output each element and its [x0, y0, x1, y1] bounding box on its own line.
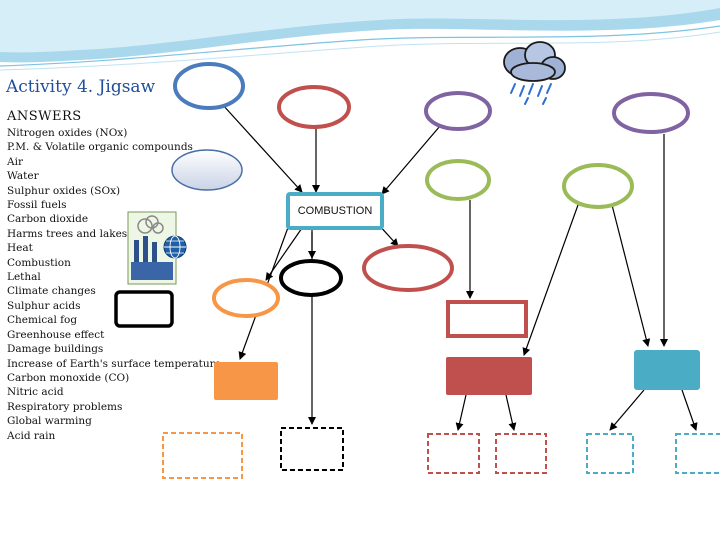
answer-item: Carbon monoxide (CO) [7, 371, 130, 384]
answer-item: Nitrogen oxides (NOx) [7, 127, 128, 139]
answer-item: Lethal [7, 271, 41, 284]
orange-oval-slot [212, 278, 280, 318]
answer-item: Sulphur oxides (SOx) [7, 184, 121, 197]
answer-item: Global warming [7, 415, 92, 428]
answer-item: Fossil fuels [7, 199, 67, 212]
combustion-box [286, 192, 384, 230]
answer-item: Climate changes [7, 285, 96, 298]
answer-item: P.M. & Volatile organic compounds [7, 141, 193, 154]
red-oval-slot [277, 85, 351, 129]
answer-item: Heat [7, 242, 33, 255]
answer-item: Sulphur acids [7, 299, 81, 312]
green-oval-slot-1 [425, 159, 491, 201]
answer-item: Acid rain [7, 429, 56, 442]
arrow-teal-to-dashed-5 [609, 389, 645, 431]
teal-filled-box [634, 350, 700, 390]
answer-item: Combustion [7, 256, 71, 269]
cloud-icon [171, 149, 243, 191]
arrow-blue-oval-to-combustion [221, 103, 303, 193]
blue-oval-slot [173, 62, 245, 110]
answer-item: Greenhouse effect [7, 328, 105, 341]
red-oval-slot-mid [362, 244, 454, 292]
arrow-red-filled-to-dashed-3 [455, 394, 467, 431]
black-rect-slot [114, 290, 174, 328]
answer-item: Water [7, 170, 39, 183]
dashed-slot-6 [675, 433, 720, 474]
dashed-slot-5 [586, 433, 634, 474]
answer-item: Harms trees and lakes [7, 227, 128, 240]
answers-heading: ANSWERS [7, 109, 82, 124]
green-oval-slot-2 [562, 163, 634, 209]
arrow-red-filled-to-dashed-4 [505, 394, 517, 431]
arrow-green-oval-2-to-teal-box [611, 204, 651, 347]
page-title: Activity 4. Jigsaw [6, 77, 156, 97]
answer-item: Increase of Earth's surface temperature [7, 357, 221, 370]
red-filled-box [446, 357, 532, 395]
decorative-wave-banner [0, 0, 720, 71]
purple-oval-slot-2 [612, 92, 690, 134]
factory-pollution-icon [127, 211, 177, 285]
globe-icon [163, 235, 187, 259]
purple-oval-slot-1 [424, 91, 492, 131]
dashed-slot-2 [280, 427, 344, 471]
black-oval-slot [279, 259, 343, 297]
arrow-combustion-to-orange-oval [265, 227, 303, 281]
dashed-slot-3 [427, 433, 480, 474]
rain-cloud-icon [503, 41, 566, 105]
answer-item: Air [7, 155, 23, 168]
dashed-slot-1 [162, 432, 243, 479]
answers-list: Nitrogen oxides (NOx) P.M. & Volatile or… [7, 126, 221, 443]
arrow-green-oval-2-to-red-filled-box [522, 204, 579, 356]
arrow-purple-oval-to-combustion [381, 125, 441, 195]
answer-item: Carbon dioxide [7, 213, 89, 226]
answer-item: Respiratory problems [7, 400, 123, 413]
dashed-slot-4 [495, 433, 547, 474]
answer-item: Nitric acid [7, 386, 64, 399]
combustion-label: COMBUSTION [298, 205, 373, 217]
answer-item: Chemical fog [7, 314, 78, 327]
answer-item: Damage buildings [7, 343, 104, 356]
arrow-teal-to-dashed-6 [681, 389, 698, 431]
orange-filled-box [214, 362, 278, 400]
red-outline-box [446, 300, 528, 338]
